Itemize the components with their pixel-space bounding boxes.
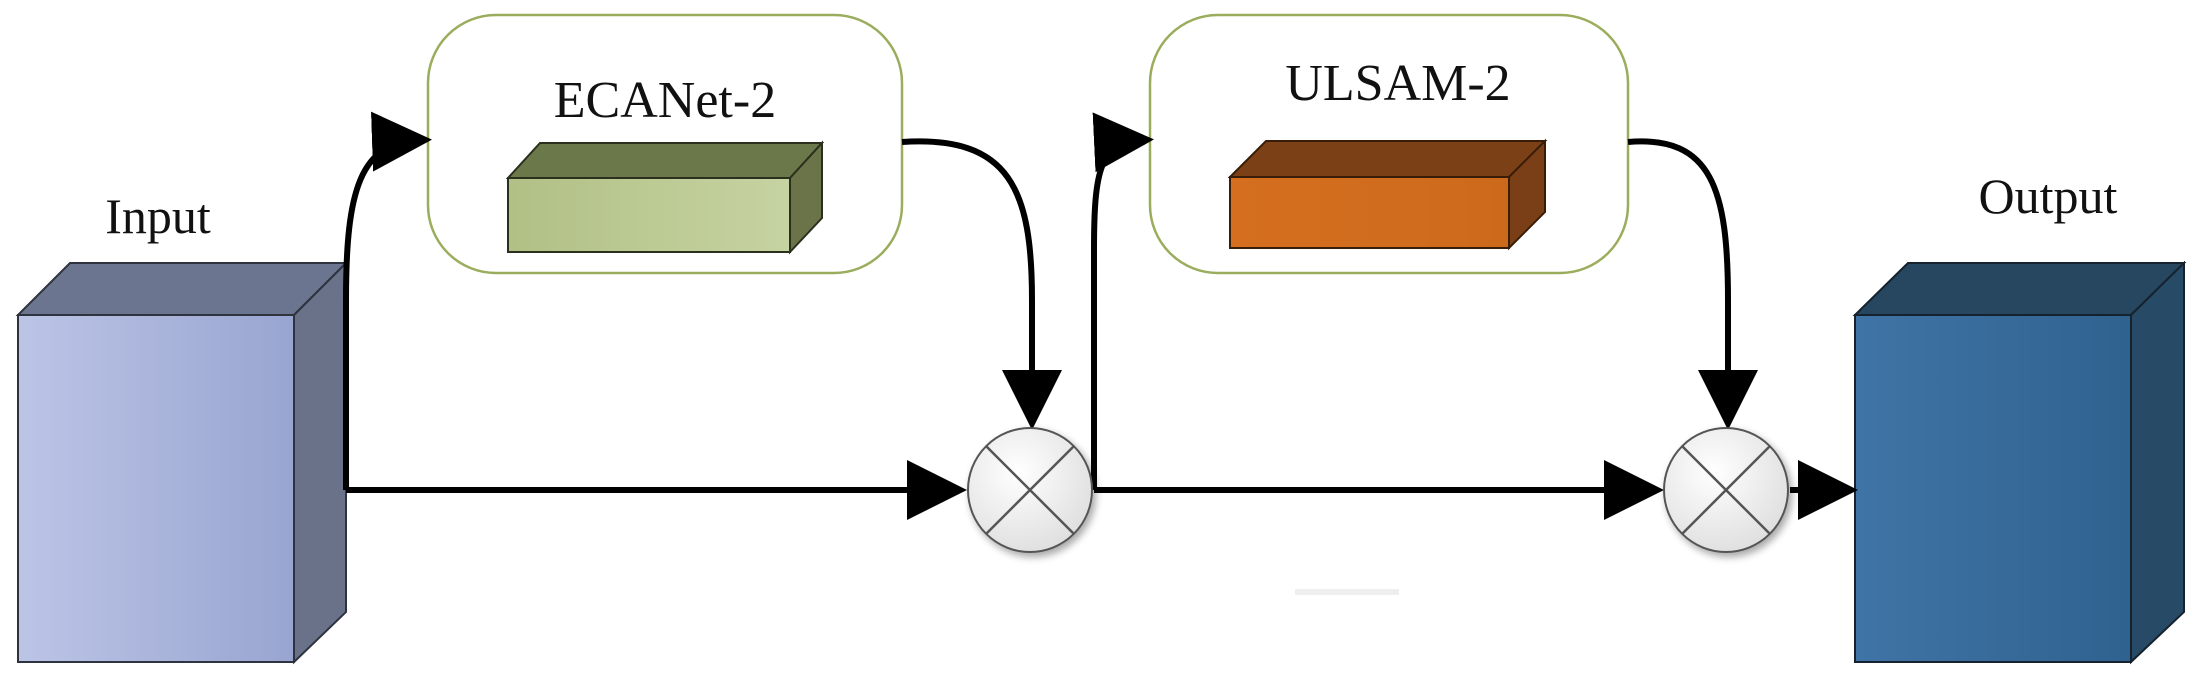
output-label: Output bbox=[1979, 168, 2118, 224]
connectors bbox=[343, 111, 1858, 520]
ulsam-block bbox=[1227, 138, 1548, 251]
input-label: Input bbox=[105, 188, 211, 244]
multiply-operator-2 bbox=[1663, 427, 1789, 553]
arrow-ecanet-to-multiply-1 bbox=[901, 138, 1062, 430]
multiply-operator-1 bbox=[967, 427, 1093, 553]
arrow-input-to-ecanet bbox=[343, 111, 432, 490]
ecanet-label: ECANet-2 bbox=[554, 72, 776, 129]
input-block bbox=[15, 260, 349, 665]
output-block bbox=[1852, 260, 2187, 665]
arrow-ulsam-to-multiply-2 bbox=[1627, 138, 1758, 430]
faint-divider bbox=[1295, 589, 1399, 595]
ecanet-block bbox=[505, 140, 825, 255]
ulsam-label: ULSAM-2 bbox=[1285, 55, 1510, 112]
arrow-multiply-1-to-ulsam bbox=[1091, 112, 1154, 490]
